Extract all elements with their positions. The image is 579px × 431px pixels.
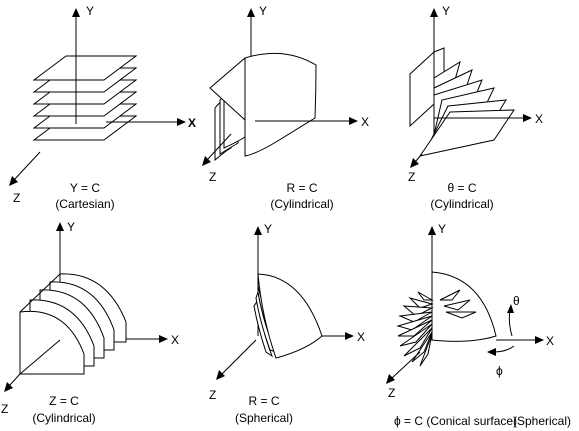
surface-equation: Y = C [70,181,100,195]
coordinate-system-label: (Cylindrical) [430,197,493,211]
z-axis [8,373,21,387]
surface-equation: θ = C [447,181,476,195]
panel-cylindrical-z: Y X Z Z = C (Cylindrical) [1,220,179,425]
x-axis-label: X [357,330,365,344]
surface-equation: R = C [248,394,279,408]
panel-spherical-phi: Y X Z θ ϕ ϕ = C (Conical surface) (Spher… [386,222,571,428]
y-axis-label: Y [264,222,272,236]
y-axis-label: Y [442,4,450,18]
panel-spherical-r: Y X Z R = C (Spherical) [209,222,365,425]
sphere-surface [257,273,323,359]
panel-cylindrical-theta: Y X Z θ = C (Cylindrical) [408,4,543,211]
z-axis-label: Z [388,386,395,400]
coordinate-system-label: (Cylindrical) [270,197,333,211]
z-axis-label: Z [1,402,8,416]
x-axis-label: X [546,334,554,348]
phi-arc-arrow [493,345,515,353]
conical-surface [396,289,477,367]
z-axis-label: Z [209,388,216,402]
half-plane [409,50,435,128]
z-axis [391,351,421,379]
y-axis-label: Y [86,4,94,18]
theta-arc-arrow [508,309,513,337]
x-axis-label: X [171,333,179,347]
y-axis-label: Y [67,220,75,234]
coordinate-system-label: (Cartesian) [55,197,114,211]
y-axis-label: Y [259,4,267,18]
z-axis [206,133,232,161]
quarter-disc [19,310,85,375]
coordinate-system-label: (Spherical) [235,411,293,425]
z-axis [221,339,257,375]
x-axis-label: X [188,116,196,130]
z-axis-label: Z [209,170,216,184]
panel-cylindrical-r: Y X Z R = C (Cylindrical) [202,4,369,211]
z-axis [13,151,41,181]
half-plane [418,109,515,157]
coordinate-system-label: (Cylindrical) [32,411,95,425]
plane-surface [32,55,138,81]
x-axis-label: X [361,115,369,129]
y-axis-label: Y [438,222,446,236]
coordinate-system-label: (Spherical) [513,414,571,428]
sphere-sector [431,271,497,342]
panel-cartesian-y: Y X Z Y = C (Cartesian) [9,4,196,211]
cylinder-surface [209,52,317,157]
theta-symbol: θ [513,294,520,308]
x-axis-label: X [535,112,543,126]
surface-equation: Z = C [49,394,79,408]
surface-equation: ϕ = C (Conical surface) [394,414,517,428]
z-axis-label: Z [13,191,20,205]
surface-equation: R = C [286,181,317,195]
z-axis [414,153,423,163]
phi-symbol: ϕ [496,364,503,378]
z-axis-label: Z [408,170,415,184]
